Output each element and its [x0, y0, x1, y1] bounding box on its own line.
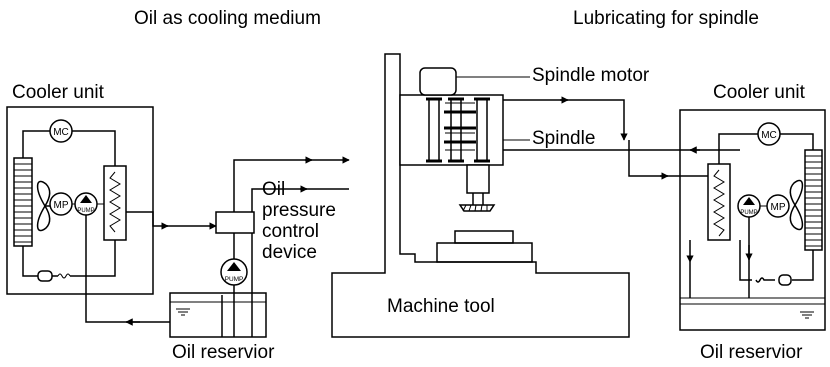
- cooler-unit-right-box: [679, 109, 826, 331]
- condenser-right: [804, 149, 823, 251]
- oil-reservoir-left-label: Oil reservior: [172, 342, 275, 363]
- machine-tool-label: Machine tool: [387, 296, 495, 317]
- machine-tool-body: [331, 53, 630, 338]
- mp-left-label: MP: [54, 200, 69, 211]
- control-device-line-3: control: [262, 221, 320, 242]
- condenser-left: [13, 157, 33, 247]
- control-device-line-1: Oil: [262, 179, 286, 200]
- mp-right-label: MP: [771, 202, 786, 213]
- spindle-motor-label: Spindle motor: [532, 65, 650, 86]
- mc-left-label: MC: [53, 127, 69, 138]
- oil-pressure-control-device: [215, 211, 255, 234]
- fan-right-icon: [789, 179, 804, 231]
- cooler-unit-left-label: Cooler unit: [12, 82, 104, 103]
- mc-right-label: MC: [761, 130, 777, 141]
- heat-exchanger-left: [103, 165, 127, 241]
- dryer-left: [37, 270, 53, 282]
- lubricating-title: Lubricating for spindle: [573, 8, 759, 29]
- control-device-line-4: device: [262, 242, 317, 263]
- spindle-head: [399, 67, 504, 205]
- pump-right-label: PUMP: [740, 210, 757, 216]
- oil-reservoir-right: [680, 297, 825, 319]
- fan-left-icon: [36, 180, 51, 232]
- spindle-label: Spindle: [532, 128, 596, 149]
- control-device-line-2: pressure: [262, 200, 336, 221]
- pump-reservoir-label: PUMP: [225, 276, 244, 283]
- pump-left-label: PUMP: [77, 208, 94, 214]
- heat-exchanger-right: [707, 163, 731, 241]
- cooler-unit-left-box: [6, 106, 154, 295]
- cooler-unit-right-label: Cooler unit: [713, 82, 805, 103]
- oil-cooling-title: Oil as cooling medium: [134, 8, 321, 29]
- oil-reservoir-left: [169, 292, 267, 338]
- oil-reservoir-right-label: Oil reservior: [700, 342, 803, 363]
